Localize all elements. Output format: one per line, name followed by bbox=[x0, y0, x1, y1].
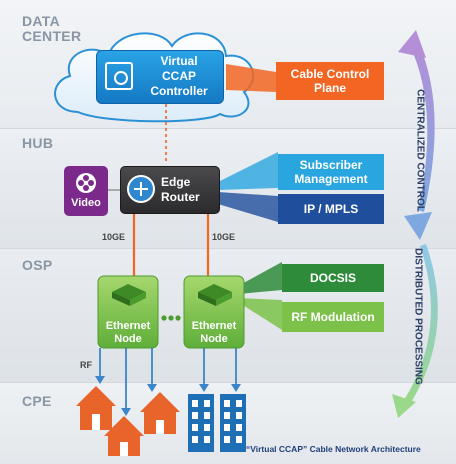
ethernet-node-2-line1: Ethernet bbox=[191, 320, 237, 332]
centralized-arc bbox=[410, 42, 435, 212]
subscriber-pointer bbox=[218, 152, 278, 190]
tier-label-hub: HUB bbox=[22, 135, 54, 151]
10ge-label-right: 10GE bbox=[212, 232, 236, 242]
cable-control-plane-box: Cable Control Plane bbox=[276, 62, 384, 100]
house-icon bbox=[76, 386, 116, 430]
rf-label: RF bbox=[80, 360, 92, 370]
rf-arrows bbox=[95, 348, 241, 416]
ethernet-node-1-line1: Ethernet bbox=[105, 320, 151, 332]
film-reel-icon bbox=[76, 172, 96, 193]
docsis-pointer bbox=[238, 262, 282, 294]
ethernet-node-2-icon bbox=[198, 284, 232, 306]
rf-modulation-box: RF Modulation bbox=[282, 302, 384, 332]
edge-router-line1: Edge bbox=[161, 175, 191, 189]
ipmpls-pointer bbox=[218, 192, 278, 222]
video-box: Video bbox=[64, 166, 108, 216]
subscriber-management-box: Subscriber Management bbox=[278, 154, 384, 190]
rf-pointer bbox=[238, 298, 282, 330]
tier-label-cpe: CPE bbox=[22, 393, 52, 409]
subscriber-line2: Management bbox=[294, 172, 368, 186]
video-label: Video bbox=[71, 196, 101, 209]
controller-label-line2: CCAP bbox=[161, 69, 196, 83]
ethernet-node-2-label: Ethernet Node bbox=[184, 318, 244, 348]
house-icon bbox=[140, 392, 180, 434]
ethernet-node-1-label: Ethernet Node bbox=[98, 318, 158, 348]
control-plane-pointer bbox=[226, 64, 276, 92]
centralized-control-label: CENTRALIZED CONTROL bbox=[414, 89, 426, 212]
distributed-arc bbox=[404, 244, 438, 404]
tier-label-osp: OSP bbox=[22, 257, 53, 273]
ellipsis-dots bbox=[161, 315, 181, 321]
subscriber-line1: Subscriber bbox=[299, 158, 363, 172]
10ge-label-left: 10GE bbox=[102, 232, 126, 242]
controller-label-line3: Controller bbox=[150, 84, 208, 98]
router-icon bbox=[127, 175, 155, 203]
centralized-arrowhead-bottom bbox=[404, 212, 432, 240]
controller-icon bbox=[105, 62, 133, 90]
house-icon bbox=[104, 416, 144, 456]
cable-control-line2: Plane bbox=[313, 81, 346, 95]
ethernet-node-1-icon bbox=[112, 284, 146, 306]
virtual-ccap-controller: Virtual CCAP Controller bbox=[96, 50, 224, 104]
controller-label-line1: Virtual bbox=[160, 54, 198, 68]
edge-router-box: Edge Router bbox=[120, 166, 220, 214]
distributed-processing-label: DISTRIBUTED PROCESSING bbox=[412, 248, 424, 385]
ethernet-node-1-line2: Node bbox=[114, 333, 142, 345]
edge-router-line2: Router bbox=[161, 190, 200, 204]
building-icon bbox=[220, 394, 246, 452]
cable-control-line1: Cable Control bbox=[290, 67, 370, 81]
distributed-arrowhead bbox=[392, 394, 416, 418]
docsis-box: DOCSIS bbox=[282, 264, 384, 292]
centralized-arrowhead bbox=[398, 30, 426, 58]
diagram-caption: “Virtual CCAP” Cable Network Architectur… bbox=[246, 444, 421, 454]
ethernet-node-2-line2: Node bbox=[200, 333, 228, 345]
tier-label-data-line1: DATA bbox=[22, 13, 61, 29]
tier-label-data-center: DATA CENTER bbox=[22, 14, 81, 44]
building-icon bbox=[188, 394, 214, 452]
ip-mpls-box: IP / MPLS bbox=[278, 194, 384, 224]
tier-label-data-line2: CENTER bbox=[22, 28, 82, 44]
